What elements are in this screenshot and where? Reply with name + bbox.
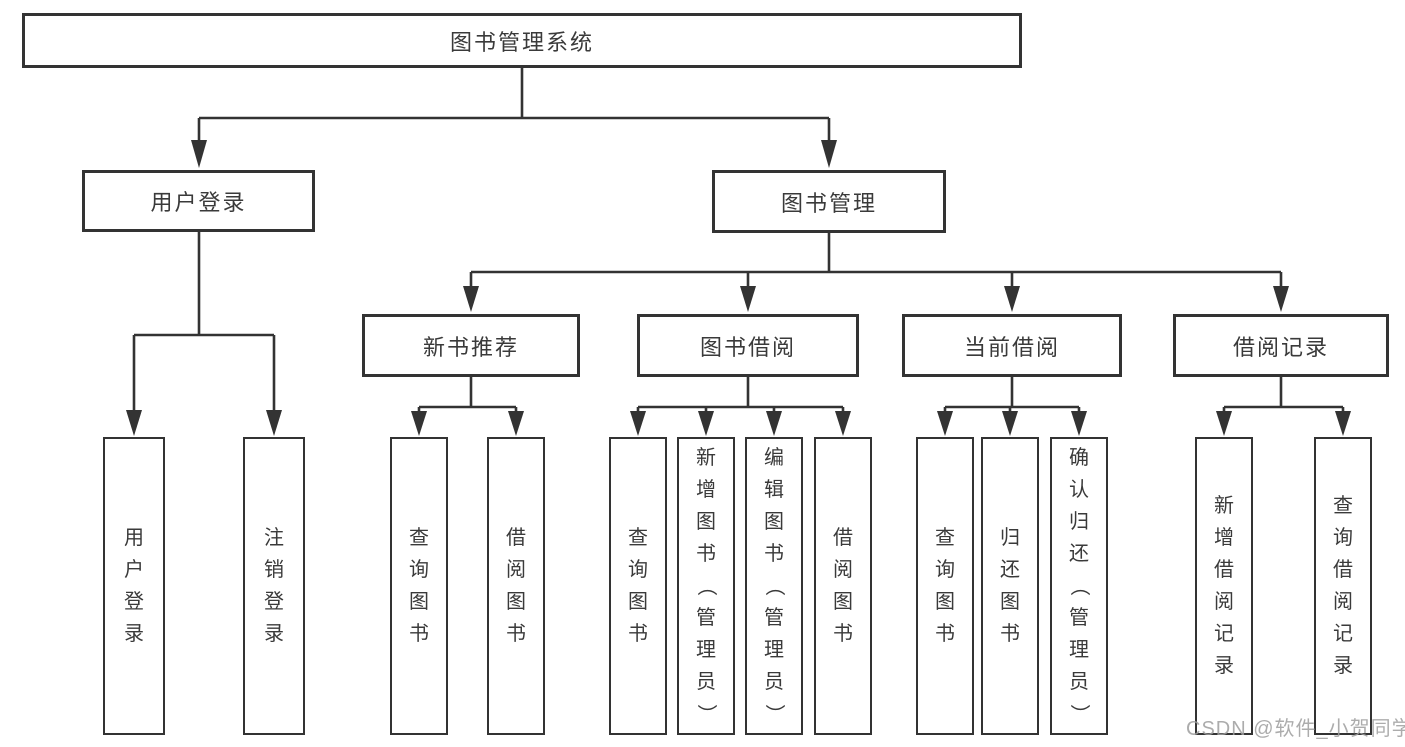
node-label: 查询图书 [409, 527, 429, 645]
node-borrow-books: 借阅图书 [814, 437, 872, 735]
node-new-book-recommend: 新书推荐 [362, 314, 580, 377]
node-label: 用户登录 [150, 190, 247, 215]
node-label: 查询图书 [628, 527, 648, 645]
node-return-books: 归还图书 [981, 437, 1039, 735]
node-label: 图书借阅 [699, 334, 796, 360]
node-label: 查询图书 [935, 527, 955, 645]
node-label: 图书管理系统 [449, 29, 594, 55]
node-label: 用户登录 [124, 527, 144, 645]
node-query-borrow-record: 查询借阅记录 [1314, 437, 1372, 735]
csdn-watermark: CSDN @软件_小贺同学 [1186, 718, 1405, 740]
node-book-borrowing: 图书借阅 [637, 314, 859, 377]
node-label: 新增借阅记录 [1214, 495, 1234, 677]
node-add-books-admin: 新增图书（管理员） [677, 437, 735, 735]
node-user-login: 用户登录 [82, 170, 315, 232]
node-query-books-current: 查询图书 [916, 437, 974, 735]
node-label: 新增图书（管理员） [695, 447, 717, 724]
node-borrowing-records: 借阅记录 [1173, 314, 1389, 377]
node-label: 借阅图书 [506, 527, 526, 645]
node-label: 当前借阅 [963, 334, 1060, 360]
node-label: 借阅图书 [833, 527, 853, 645]
node-label: 注销登录 [264, 527, 284, 645]
arrowheads [126, 140, 1351, 436]
node-current-borrowing: 当前借阅 [902, 314, 1122, 377]
node-label: 新书推荐 [422, 334, 519, 360]
node-label: 查询借阅记录 [1333, 495, 1353, 677]
node-confirm-return-admin: 确认归还（管理员） [1050, 437, 1108, 735]
node-library-system: 图书管理系统 [22, 13, 1022, 68]
node-label: 借阅记录 [1232, 334, 1329, 360]
node-label: 编辑图书（管理员） [763, 447, 785, 724]
node-logout-action: 注销登录 [243, 437, 305, 735]
node-edit-books-admin: 编辑图书（管理员） [745, 437, 803, 735]
node-label: 归还图书 [1000, 527, 1020, 645]
node-query-books-recommend: 查询图书 [390, 437, 448, 735]
node-user-login-action: 用户登录 [103, 437, 165, 735]
node-book-management: 图书管理 [712, 170, 946, 233]
node-label: 确认归还（管理员） [1068, 447, 1090, 724]
node-label: 图书管理 [780, 190, 877, 216]
node-borrow-books-recommend: 借阅图书 [487, 437, 545, 735]
node-query-books-borrow: 查询图书 [609, 437, 667, 735]
node-add-borrow-record: 新增借阅记录 [1195, 437, 1253, 735]
